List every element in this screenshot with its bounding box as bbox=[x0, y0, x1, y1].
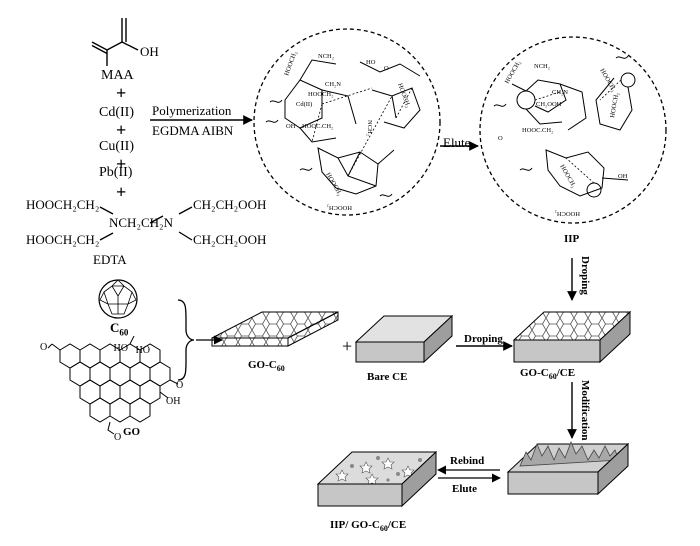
droping-horizontal-label: Droping bbox=[464, 333, 503, 345]
iip-label-hooch2-e: HOOCH₂ bbox=[555, 210, 580, 217]
go-c60-text: GO-C bbox=[248, 359, 277, 371]
complex-label-hooch2-e: HOOCH₂ bbox=[327, 204, 352, 211]
complex-label-ho: HO bbox=[366, 59, 376, 66]
iip-label-hooch2-b: HOOCH₂ bbox=[598, 68, 617, 93]
plus-4: + bbox=[116, 182, 127, 202]
egdma-aibn-label: EGDMA AIBN bbox=[152, 123, 234, 138]
iip-label-hooch2-d: HOOCH₂ bbox=[558, 164, 577, 189]
iip-cavity-circle: NCH₂ CH₂N CH₂OOH HOOC.CH₂ HOOCH₂ HOOCH₂ … bbox=[479, 36, 667, 224]
go-label: GO bbox=[123, 426, 141, 438]
complex-label-hooch2-d: HOOCH₂ bbox=[324, 172, 343, 197]
iip-label-hoocch2: HOOC.CH₂ bbox=[522, 127, 553, 134]
iip-go-c60-ce-label: IIP/ GO-C60/CE bbox=[330, 520, 406, 533]
complex-label-ch2n: CH₂N bbox=[325, 81, 341, 88]
edta-middle: NCH₂CH₂N bbox=[109, 215, 173, 230]
complex-label-hooch2-c: HOOCH₂ bbox=[396, 82, 411, 108]
complex-label-nch2-r: NCH₂ bbox=[366, 120, 373, 136]
iip-go-c60-ce-text: IIP/ GO-C bbox=[330, 519, 380, 531]
edta-bottom-left: HOOCH₂CH₂ bbox=[26, 232, 100, 247]
plus-2: + bbox=[116, 120, 127, 140]
go-c60-ce-tail: /CE bbox=[556, 367, 576, 379]
complex-label-oh: OH bbox=[286, 123, 296, 130]
bare-ce-label: Bare CE bbox=[367, 371, 408, 383]
iip-go-c60-ce-tail: /CE bbox=[387, 519, 407, 531]
plus-sign: + bbox=[342, 336, 352, 356]
iip-label-ch2ooh: CH₂OOH bbox=[536, 101, 562, 108]
complex-label-cd: Cd(II) bbox=[296, 101, 312, 108]
droping-vertical-label: Droping bbox=[579, 256, 591, 295]
iip-label-hooch2-a: HOOCH₂ bbox=[504, 60, 523, 85]
modification-label: Modification bbox=[579, 380, 591, 441]
c60-sub: 60 bbox=[119, 327, 129, 338]
maa-structure bbox=[91, 18, 139, 66]
iip-label-ch2n: CH₂N bbox=[552, 89, 568, 96]
iip-go-c60-ce-sub: 60 bbox=[379, 524, 388, 534]
plus-1: + bbox=[116, 83, 127, 103]
c60-label: C60 bbox=[110, 321, 128, 338]
go-c60-sheet bbox=[211, 311, 339, 347]
go-ho-1: OH bbox=[114, 341, 128, 352]
go-h-left: O bbox=[40, 342, 47, 353]
cd-label: Cd(II) bbox=[99, 105, 134, 120]
bare-ce-electrode bbox=[354, 314, 454, 364]
iip-label-o: O bbox=[498, 135, 503, 142]
complex-label-hoocch2: HOOC.CH₂ bbox=[302, 123, 333, 130]
go-o-bottom: O bbox=[114, 432, 121, 443]
edta-top-left: HOOCH₂CH₂ bbox=[26, 197, 100, 212]
iip-label-hooch2-c: HOOCH₂ bbox=[609, 92, 620, 118]
go-ho-2: OH bbox=[136, 343, 150, 354]
iip-modified-electrode bbox=[506, 440, 630, 496]
elute-top-label: Elute bbox=[443, 135, 471, 150]
complex-label-o: O bbox=[384, 65, 389, 72]
cu-label: Cu(II) bbox=[99, 139, 134, 154]
elute-bottom-label: Elute bbox=[452, 483, 478, 495]
go-h-right: O bbox=[176, 380, 183, 391]
c60-text: C bbox=[110, 320, 120, 335]
iip-label-oh: OH bbox=[618, 173, 628, 180]
go-c60-ce-label: GO-C60/CE bbox=[520, 368, 575, 381]
go-c60-ce-sub: 60 bbox=[548, 372, 557, 382]
polymerization-label: Polymerization bbox=[152, 103, 232, 118]
plus-3: + bbox=[116, 154, 127, 174]
edta-top-right: CH₂CH₂OOH bbox=[193, 197, 267, 212]
go-oh-right: OH bbox=[166, 396, 180, 407]
go-structure bbox=[47, 335, 179, 435]
go-c60-sub: 60 bbox=[276, 364, 285, 374]
maa-oh: OH bbox=[140, 44, 159, 59]
rebind-label: Rebind bbox=[450, 455, 485, 467]
maa-label: MAA bbox=[101, 68, 134, 83]
c60-molecule bbox=[98, 279, 138, 319]
go-c60-ce-electrode bbox=[512, 310, 632, 364]
complex-label-nch2: NCH₂ bbox=[318, 53, 334, 60]
edta-label: EDTA bbox=[93, 252, 127, 267]
brace bbox=[177, 299, 195, 381]
complex-label-hooch2-b: HOOCH₂ bbox=[308, 91, 333, 98]
edta-bottom-right: CH₂CH₂OOH bbox=[193, 232, 267, 247]
iip-go-c60-ce-electrode bbox=[316, 450, 438, 508]
iip-label-nch2: NCH₂ bbox=[534, 63, 550, 70]
edta-structure bbox=[99, 206, 193, 241]
polymer-complex-circle: Cd(II) NCH₂ CH₂N HOOCH₂ HOOCH₂ HOOC.CH₂ … bbox=[253, 28, 441, 216]
go-c60-label: GO-C60 bbox=[248, 360, 285, 373]
iip-label: IIP bbox=[564, 233, 580, 245]
go-c60-ce-text: GO-C bbox=[520, 367, 549, 379]
pb-label: Pb(II) bbox=[99, 165, 133, 180]
complex-label-hooch2-a: HOOCH₂ bbox=[283, 50, 298, 76]
